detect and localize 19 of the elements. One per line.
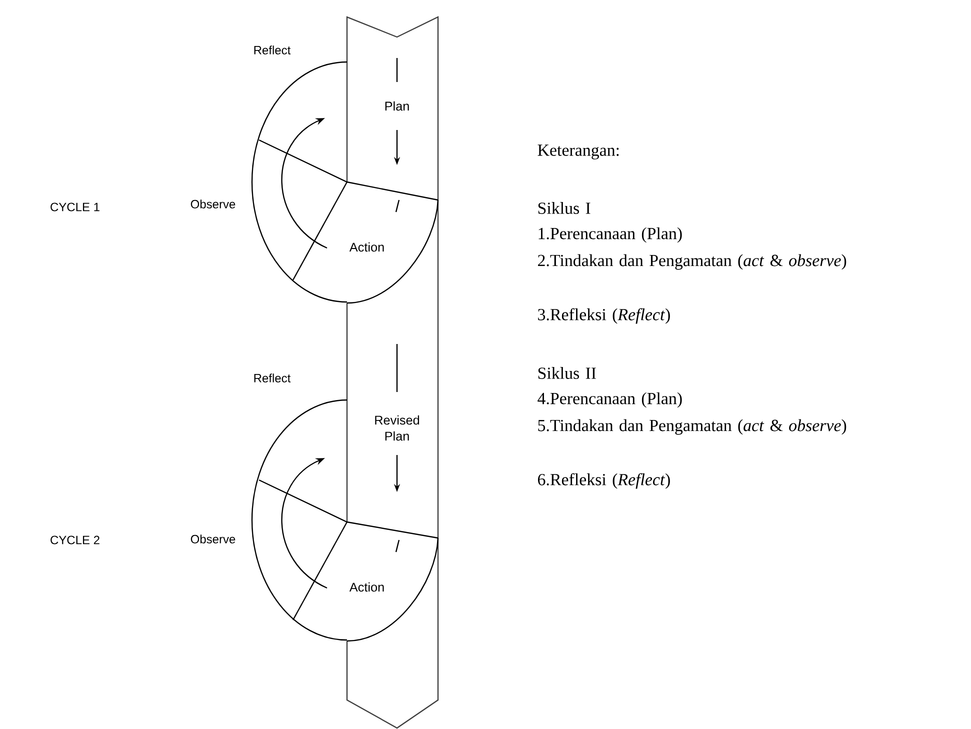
caption-label: Observe bbox=[190, 534, 236, 544]
caption-label: Reflect bbox=[254, 46, 291, 54]
legend-item: 3.Refleksi (Reflect) bbox=[538, 308, 670, 324]
stage-label: Action bbox=[349, 242, 384, 252]
caption-label: Reflect bbox=[254, 374, 291, 382]
section-heading: Siklus I bbox=[538, 202, 590, 214]
legend-item: 4.Perencanaan (Plan) bbox=[538, 392, 682, 408]
section-heading: Siklus II bbox=[538, 367, 596, 379]
caption-label: Observe bbox=[190, 200, 236, 208]
stage-label: Action bbox=[349, 582, 384, 592]
stage-label: Plan bbox=[385, 101, 409, 111]
legend-item: 5.Tindakan dan Pengamatan (act & observe) bbox=[538, 419, 846, 435]
legend-item: 2.Tindakan dan Pengamatan (act & observe) bbox=[538, 254, 846, 270]
legend-heading: Keterangan: bbox=[538, 144, 619, 160]
legend-item: 1.Perencanaan (Plan) bbox=[538, 227, 682, 243]
cycle-label: CYCLE 1 bbox=[50, 202, 100, 212]
cycle-label: CYCLE 2 bbox=[50, 536, 100, 544]
stage-label: Revised Plan bbox=[375, 415, 420, 441]
legend-item: 6.Refleksi (Reflect) bbox=[538, 473, 670, 489]
